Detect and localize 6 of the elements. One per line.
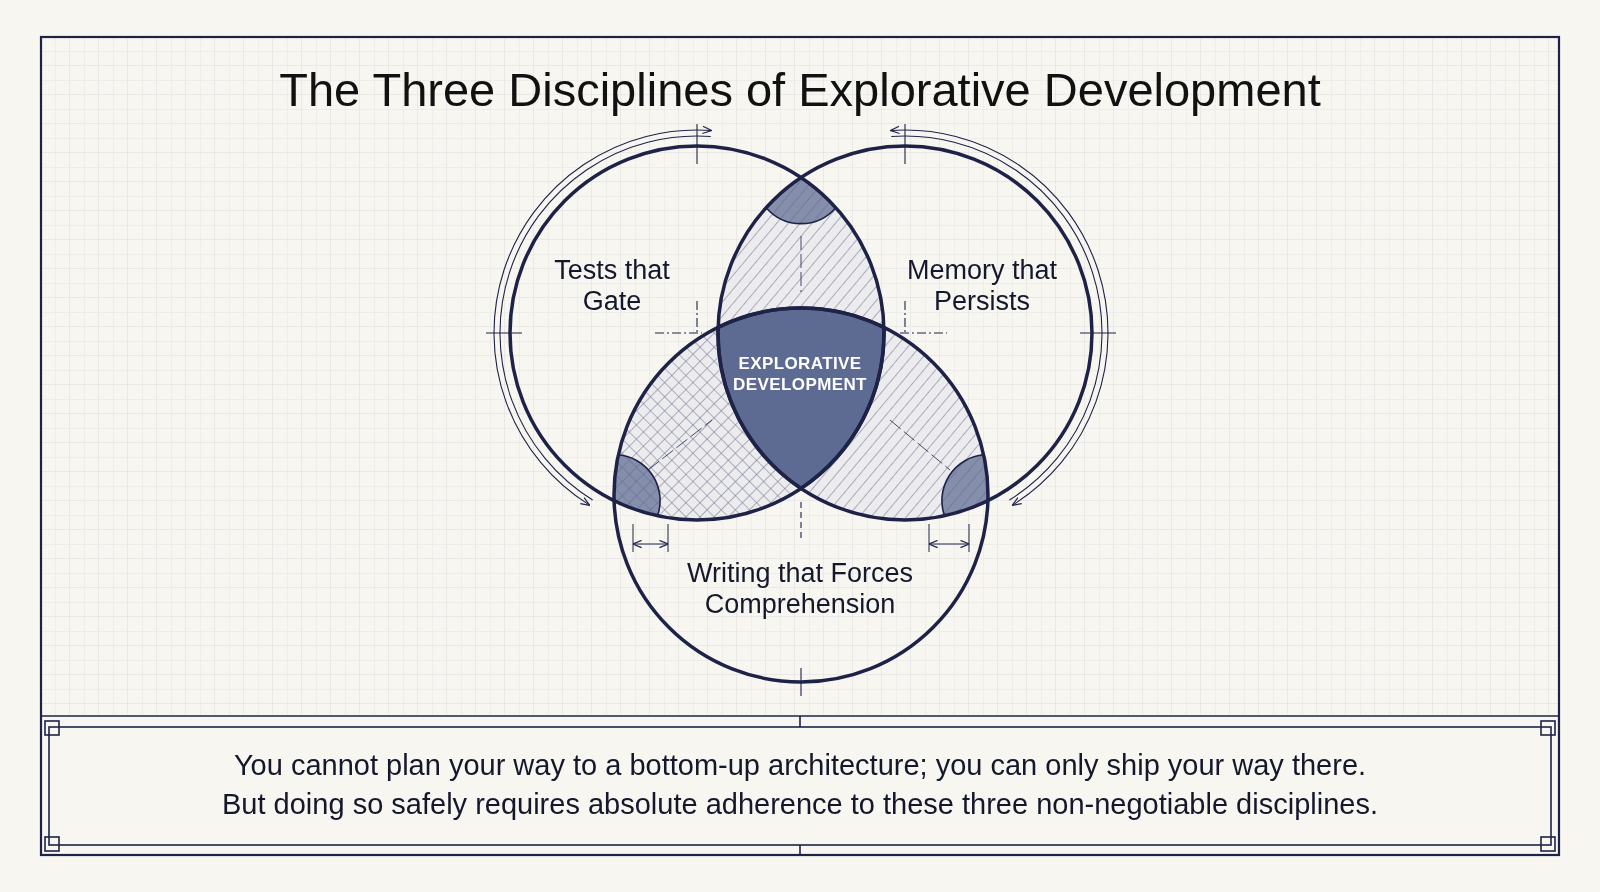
- circle-label: Writing that Forces Comprehension: [685, 558, 915, 620]
- circle-label: Tests that Gate: [553, 255, 671, 317]
- title: The Three Disciplines of Explorative Development: [278, 61, 1322, 117]
- caption: You cannot plan your way to a bottom-up architecture; you can only ship your way there. But doing so safely requires absolute adherence to these three non-negotiable disciplines.: [221, 748, 1379, 822]
- region-label: EXPLORATIVE DEVELOPMENT: [732, 353, 868, 395]
- circle-label: Memory that Persists: [905, 255, 1058, 317]
